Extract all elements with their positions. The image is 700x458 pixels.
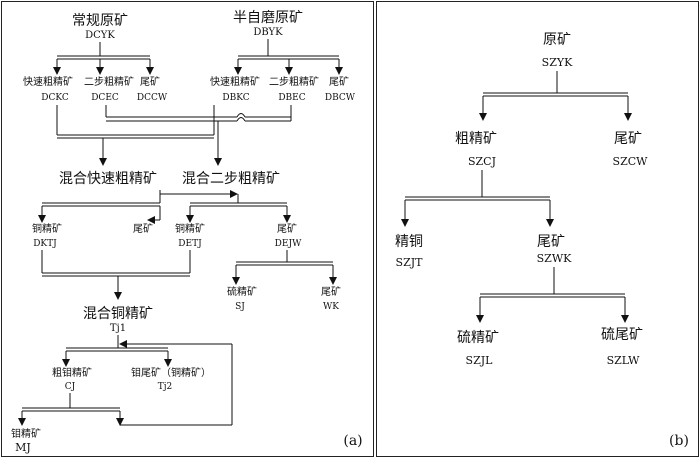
two-step-concentrate-merge-connector: [105, 105, 292, 166]
panel-b: 原矿 SZYK 粗精矿 SZCJ 尾矿 SZCW 精铜 SZJT 尾矿 SZWK: [395, 32, 689, 449]
dcec-code: DCEC: [91, 93, 119, 103]
szjt-label: 精铜: [395, 234, 423, 250]
recycle-loop-connector: [119, 340, 233, 426]
sj-label: 硫精矿: [227, 285, 257, 298]
tj1-label: 混合铜精矿: [83, 306, 153, 322]
mix-fast-label: 混合快速粗精矿: [59, 171, 157, 187]
cj-code: CJ: [65, 382, 76, 392]
copper-concentrate-merge-connector: [41, 250, 191, 300]
szyk-split-connector: [479, 71, 632, 121]
szcw-code: SZCW: [613, 155, 649, 168]
wk-code: WK: [323, 302, 339, 312]
szwk-label: 尾矿: [537, 234, 565, 250]
detj-code: DETJ: [178, 239, 202, 249]
szjl-label: 硫精矿: [457, 330, 499, 346]
tj2-label: 钼尾矿（铜精矿）: [131, 366, 211, 379]
dk-tail-label: 尾矿: [133, 222, 153, 235]
wk-label: 尾矿: [321, 285, 341, 298]
dcyk-split-connector: [53, 42, 154, 75]
tj1-split-connector: [62, 335, 172, 367]
dktj-label: 铜精矿: [32, 222, 62, 235]
mj-label: 钼精矿: [11, 427, 41, 440]
szcj-split-connector: [401, 170, 554, 227]
dccw-label: 尾矿: [140, 75, 160, 88]
dejw-label: 尾矿: [277, 222, 297, 235]
cj-split-connector: [18, 393, 124, 426]
dbyk-code: DBYK: [253, 27, 283, 38]
cj-label: 粗钼精矿: [52, 366, 92, 379]
dbec-label: 二步粗精矿: [269, 75, 319, 88]
dbyk-split-connector: [234, 39, 343, 75]
szcj-code: SZCJ: [468, 155, 496, 168]
dckc-code: DCKC: [41, 93, 69, 103]
panel-a: 常规原矿 DCYK 半自磨原矿 DBYK 快速粗精矿 DCKC 二步粗精矿 DC…: [11, 10, 363, 454]
sj-code: SJ: [235, 302, 245, 312]
dcyk-label: 常规原矿: [72, 13, 128, 29]
szwk-code: SZWK: [537, 252, 572, 265]
dccw-code: DCCW: [137, 93, 168, 103]
szyk-code: SZYK: [542, 56, 573, 69]
dbkc-label: 快速粗精矿: [210, 75, 260, 88]
mj-code: MJ: [15, 441, 31, 454]
tj1-code: Tj1: [110, 323, 126, 334]
panel-a-frame: [1, 1, 374, 457]
dejw-split-connector: [232, 250, 337, 285]
szlw-code: SZLW: [607, 354, 641, 367]
fast-concentrate-merge-connector: [56, 105, 215, 166]
panel-b-frame: [376, 1, 699, 457]
szjt-code: SZJT: [396, 256, 424, 269]
detj-label: 铜精矿: [175, 222, 205, 235]
mix-two-label: 混合二步粗精矿: [182, 171, 280, 187]
mix-fast-split-connector: [38, 190, 161, 224]
dktj-code: DKTJ: [33, 239, 57, 249]
tj2-code: Tj2: [158, 382, 173, 392]
dbcw-label: 尾矿: [329, 75, 349, 88]
panel-a-caption: (a): [343, 433, 362, 449]
dcec-label: 二步粗精矿: [84, 75, 134, 88]
dbcw-code: DBCW: [325, 93, 356, 103]
dbyk-label: 半自磨原矿: [233, 10, 303, 26]
dcyk-code: DCYK: [85, 30, 115, 41]
mix-two-split-connector: [186, 194, 291, 223]
szjl-code: SZJL: [466, 354, 494, 367]
szcj-label: 粗精矿: [455, 131, 497, 147]
tail-recycle-connector: [159, 190, 238, 203]
panel-b-caption: (b): [669, 433, 689, 449]
szwk-split-connector: [476, 267, 629, 323]
dejw-code: DEJW: [275, 239, 302, 249]
szcw-label: 尾矿: [614, 131, 642, 147]
dckc-label: 快速粗精矿: [23, 75, 73, 88]
szyk-label: 原矿: [543, 32, 571, 48]
dbec-code: DBEC: [278, 93, 305, 103]
szlw-label: 硫尾矿: [601, 327, 643, 343]
dbkc-code: DBKC: [222, 93, 249, 103]
